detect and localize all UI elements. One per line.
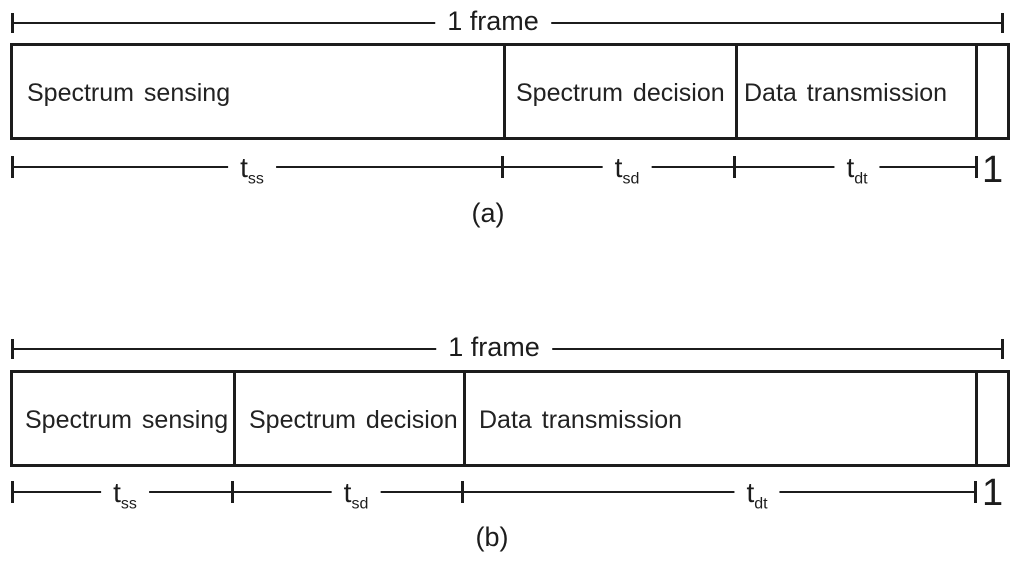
time-measure-line-b bbox=[12, 491, 977, 493]
time-tick-4-b bbox=[974, 481, 977, 503]
time-tick-2-a bbox=[501, 156, 504, 178]
time-label-tss-b: tss bbox=[101, 475, 149, 513]
time-label-tsd-b: tsd bbox=[331, 475, 381, 513]
tsd-sub-a: sd bbox=[622, 170, 640, 188]
time-tick-3-b bbox=[461, 481, 464, 503]
tdt-base-a: t bbox=[846, 152, 855, 183]
tss-sub-b: ss bbox=[120, 495, 137, 513]
section-spectrum-decision-b: Spectrum decision bbox=[249, 406, 458, 434]
frame-span-tick-left-b bbox=[11, 339, 14, 359]
time-tick-3-a bbox=[733, 156, 736, 178]
time-label-tdt-a: tdt bbox=[834, 150, 880, 188]
divider-guard-slot-b bbox=[975, 373, 978, 464]
section-data-transmission-b: Data transmission bbox=[479, 406, 683, 434]
time-label-tdt-b: tdt bbox=[734, 475, 780, 513]
tdt-base-b: t bbox=[746, 477, 755, 508]
divider-guard-slot-a bbox=[975, 46, 978, 137]
frame-span-tick-right-b bbox=[1001, 339, 1004, 359]
tsd-base-b: t bbox=[343, 477, 352, 508]
frame-box-a bbox=[10, 43, 1010, 140]
section-spectrum-sensing-a: Spectrum sensing bbox=[27, 79, 231, 107]
tsd-sub-b: sd bbox=[351, 495, 369, 513]
frame-span-label-a: 1 frame bbox=[435, 4, 551, 38]
tss-sub-a: ss bbox=[247, 170, 264, 188]
frame-box-b bbox=[10, 370, 1010, 467]
tsd-base-a: t bbox=[614, 152, 623, 183]
time-label-tss-a: tss bbox=[228, 150, 276, 188]
time-tick-2-b bbox=[231, 481, 234, 503]
frame-span-label-b: 1 frame bbox=[436, 330, 552, 364]
frame-span-tick-right-a bbox=[1001, 13, 1004, 33]
frame-span-tick-left-a bbox=[11, 13, 14, 33]
divider-sensing-decision-b bbox=[233, 373, 236, 464]
tdt-sub-b: dt bbox=[754, 495, 768, 513]
section-spectrum-sensing-b: Spectrum sensing bbox=[25, 406, 229, 434]
time-tick-4-a bbox=[975, 156, 978, 178]
divider-decision-transmission-a bbox=[735, 46, 738, 137]
caption-a: (a) bbox=[471, 198, 505, 228]
time-measure-line-a bbox=[12, 166, 977, 168]
tdt-sub-a: dt bbox=[854, 170, 868, 188]
tss-base-b: t bbox=[113, 477, 121, 508]
time-tick-1-a bbox=[11, 156, 14, 178]
divider-sensing-decision-a bbox=[503, 46, 506, 137]
section-data-transmission-a: Data transmission bbox=[744, 79, 948, 107]
tail-slot-label-a: 1 bbox=[982, 149, 1004, 191]
time-tick-1-b bbox=[11, 481, 14, 503]
caption-b: (b) bbox=[475, 522, 509, 552]
tail-slot-label-b: 1 bbox=[982, 472, 1004, 514]
section-spectrum-decision-a: Spectrum decision bbox=[516, 79, 725, 107]
divider-decision-transmission-b bbox=[463, 373, 466, 464]
time-label-tsd-a: tsd bbox=[602, 150, 652, 188]
tss-base-a: t bbox=[240, 152, 248, 183]
